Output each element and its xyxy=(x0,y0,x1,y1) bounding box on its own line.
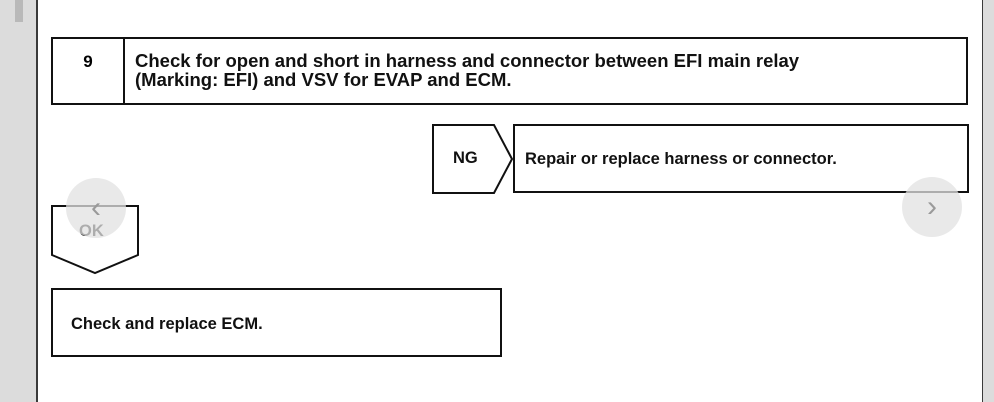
step-instruction-line-2: (Marking: EFI) and VSV for EVAP and ECM. xyxy=(135,69,512,90)
viewer-left-frame xyxy=(0,0,36,402)
ng-action-box: Repair or replace harness or connector. xyxy=(513,124,969,193)
step-box: 9 Check for open and short in harness an… xyxy=(51,37,968,105)
ng-arrow-shape xyxy=(432,124,514,194)
ng-tag: NG xyxy=(432,124,514,194)
next-page-button[interactable]: › xyxy=(902,177,962,237)
step-instruction-line-1: Check for open and short in harness and … xyxy=(135,50,800,71)
step-number: 9 xyxy=(53,39,125,103)
step-instruction: Check for open and short in harness and … xyxy=(135,51,955,89)
chevron-right-icon: › xyxy=(927,190,937,223)
ng-action-text: Repair or replace harness or connector. xyxy=(525,150,837,168)
ok-action-text: Check and replace ECM. xyxy=(71,315,263,333)
viewer-right-frame xyxy=(983,0,994,402)
previous-page-button[interactable]: ‹ xyxy=(66,178,126,238)
viewer-scroll-tab[interactable] xyxy=(15,0,23,22)
ok-action-box: Check and replace ECM. xyxy=(51,288,502,357)
chevron-left-icon: ‹ xyxy=(91,191,101,224)
ng-label: NG xyxy=(453,149,478,167)
